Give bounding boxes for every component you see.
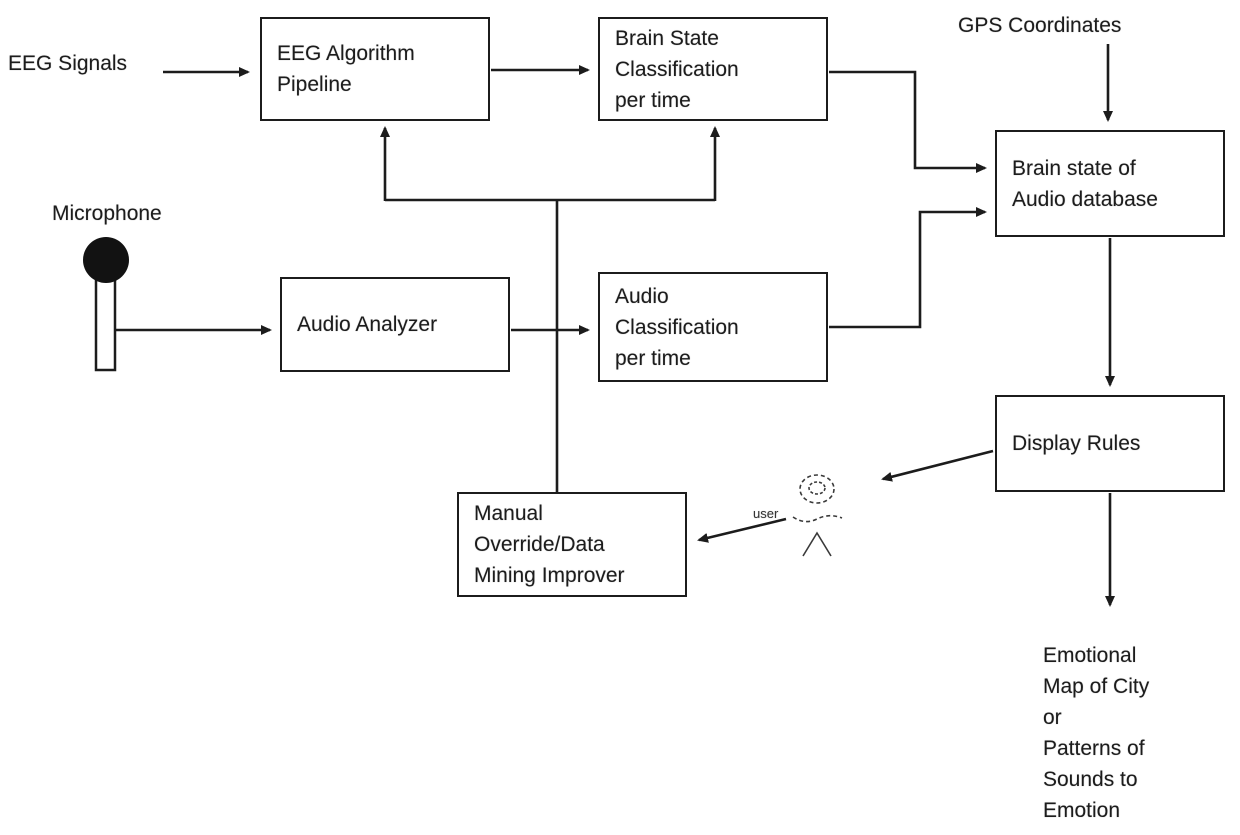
output-label: Emotional Map of City or Patterns of Sou…	[1043, 644, 1150, 822]
user-face	[808, 481, 826, 495]
eeg-signals-label: EEG Signals	[8, 52, 128, 75]
display-rules-box: Display Rules	[995, 395, 1225, 492]
user-head	[799, 474, 835, 504]
brain-state-audio-database-label: Brain state of Audio database	[1012, 156, 1158, 211]
gps-coordinates-label: GPS Coordinates	[958, 14, 1122, 37]
eeg-algorithm-pipeline-box: EEG Algorithm Pipeline	[260, 17, 490, 121]
arrow-user-to-manual-override	[697, 517, 787, 543]
audio-classification-box: Audio Classification per time	[598, 272, 828, 382]
microphone-head	[83, 237, 129, 283]
audio-classification-label: Audio Classification per time	[615, 284, 739, 370]
arrow-audio-classification-to-db	[829, 207, 987, 329]
user-figure-icon	[792, 474, 843, 557]
eeg-algorithm-pipeline-label: EEG Algorithm Pipeline	[277, 42, 415, 96]
microphone-stand	[94, 274, 117, 372]
microphone-label: Microphone	[52, 202, 162, 225]
brain-state-classification-label: Brain State Classification per time	[615, 26, 739, 112]
audio-analyzer-label: Audio Analyzer	[297, 313, 438, 336]
microphone-icon	[83, 237, 129, 372]
arrow-display-rules-to-user	[881, 449, 994, 482]
user-label: user	[753, 506, 779, 521]
manual-override-box: Manual Override/Data Mining Improver	[457, 492, 687, 597]
brain-state-audio-database-box: Brain state of Audio database	[995, 130, 1225, 237]
manual-override-label: Manual Override/Data Mining Improver	[474, 502, 625, 587]
user-shoulders	[792, 514, 843, 523]
audio-analyzer-box: Audio Analyzer	[280, 277, 510, 372]
brain-state-classification-box: Brain State Classification per time	[598, 17, 828, 121]
user-legs	[802, 531, 832, 557]
arrow-brain-classification-to-db	[829, 70, 987, 173]
display-rules-label: Display Rules	[1012, 432, 1141, 455]
